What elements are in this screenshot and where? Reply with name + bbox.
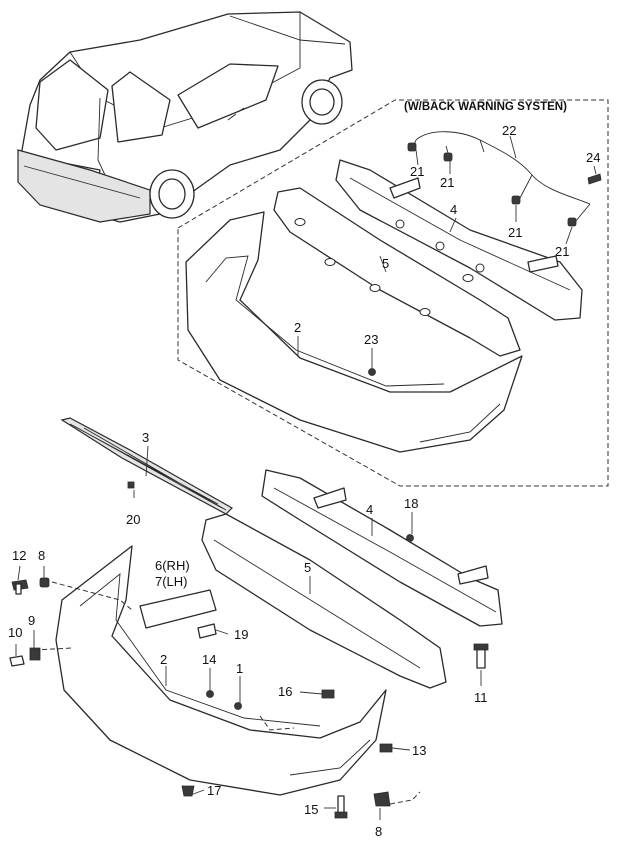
callout-21-a: 21 — [410, 164, 424, 179]
sensor-21-c — [511, 195, 521, 205]
clip-24 — [587, 173, 602, 185]
callout-23: 23 — [364, 332, 378, 347]
callout-6-rh: 6(RH) — [155, 558, 190, 573]
upper-reinforcement-4 — [335, 159, 583, 321]
back-warning-caption: (W/BACK WARNING SYSTEN) — [404, 101, 567, 113]
assembly-dashes — [33, 581, 421, 805]
callout-15: 15 — [304, 802, 318, 817]
callout-16: 16 — [278, 684, 292, 699]
callout-19: 19 — [234, 627, 248, 642]
callout-8-lower: 8 — [375, 824, 382, 839]
lower-absorber-5 — [201, 513, 447, 689]
callout-3: 3 — [142, 430, 149, 445]
clip-20 — [127, 481, 135, 489]
nut-18 — [406, 534, 414, 542]
callout-1: 1 — [236, 661, 243, 676]
callout-4-upper: 4 — [450, 202, 457, 217]
callout-18: 18 — [404, 496, 418, 511]
callout-8-upper: 8 — [38, 548, 45, 563]
callout-12: 12 — [12, 548, 26, 563]
back-warning-region-border — [177, 99, 609, 487]
callout-7-lh: 7(LH) — [155, 574, 188, 589]
callout-21-c: 21 — [508, 225, 522, 240]
callout-13: 13 — [412, 743, 426, 758]
callout-4-lower: 4 — [366, 502, 373, 517]
callout-17: 17 — [207, 783, 221, 798]
callout-5-upper: 5 — [382, 256, 389, 271]
sensor-21-a — [407, 142, 417, 152]
callout-2-upper: 2 — [294, 320, 301, 335]
upper-bumper-cover-2 — [185, 211, 523, 453]
callout-24: 24 — [586, 150, 600, 165]
sensor-21-b — [443, 152, 453, 162]
callout-21-b: 21 — [440, 175, 454, 190]
callout-14: 14 — [202, 652, 216, 667]
vehicle-illustration — [17, 11, 353, 223]
lower-reinforcement-4 — [261, 469, 503, 627]
lower-bumper-cover-2 — [55, 545, 387, 796]
callout-21-d: 21 — [555, 244, 569, 259]
sensor-21-d — [567, 217, 577, 227]
leader-lines — [15, 135, 597, 820]
callout-22: 22 — [502, 123, 516, 138]
callout-20: 20 — [126, 512, 140, 527]
sensor-harness — [407, 131, 602, 227]
upper-absorber-5 — [273, 187, 521, 357]
callout-10: 10 — [8, 625, 22, 640]
callout-5-lower: 5 — [304, 560, 311, 575]
bracket-6-7 — [139, 589, 217, 629]
callout-labels: 22 24 21 21 21 21 4 5 2 23 3 20 4 18 5 1… — [8, 123, 600, 839]
callout-9: 9 — [28, 613, 35, 628]
fastener-23 — [368, 368, 376, 376]
callout-2-lower: 2 — [160, 652, 167, 667]
bolt-11 — [473, 643, 489, 669]
callout-11: 11 — [474, 690, 488, 705]
lower-fasteners — [9, 577, 393, 819]
